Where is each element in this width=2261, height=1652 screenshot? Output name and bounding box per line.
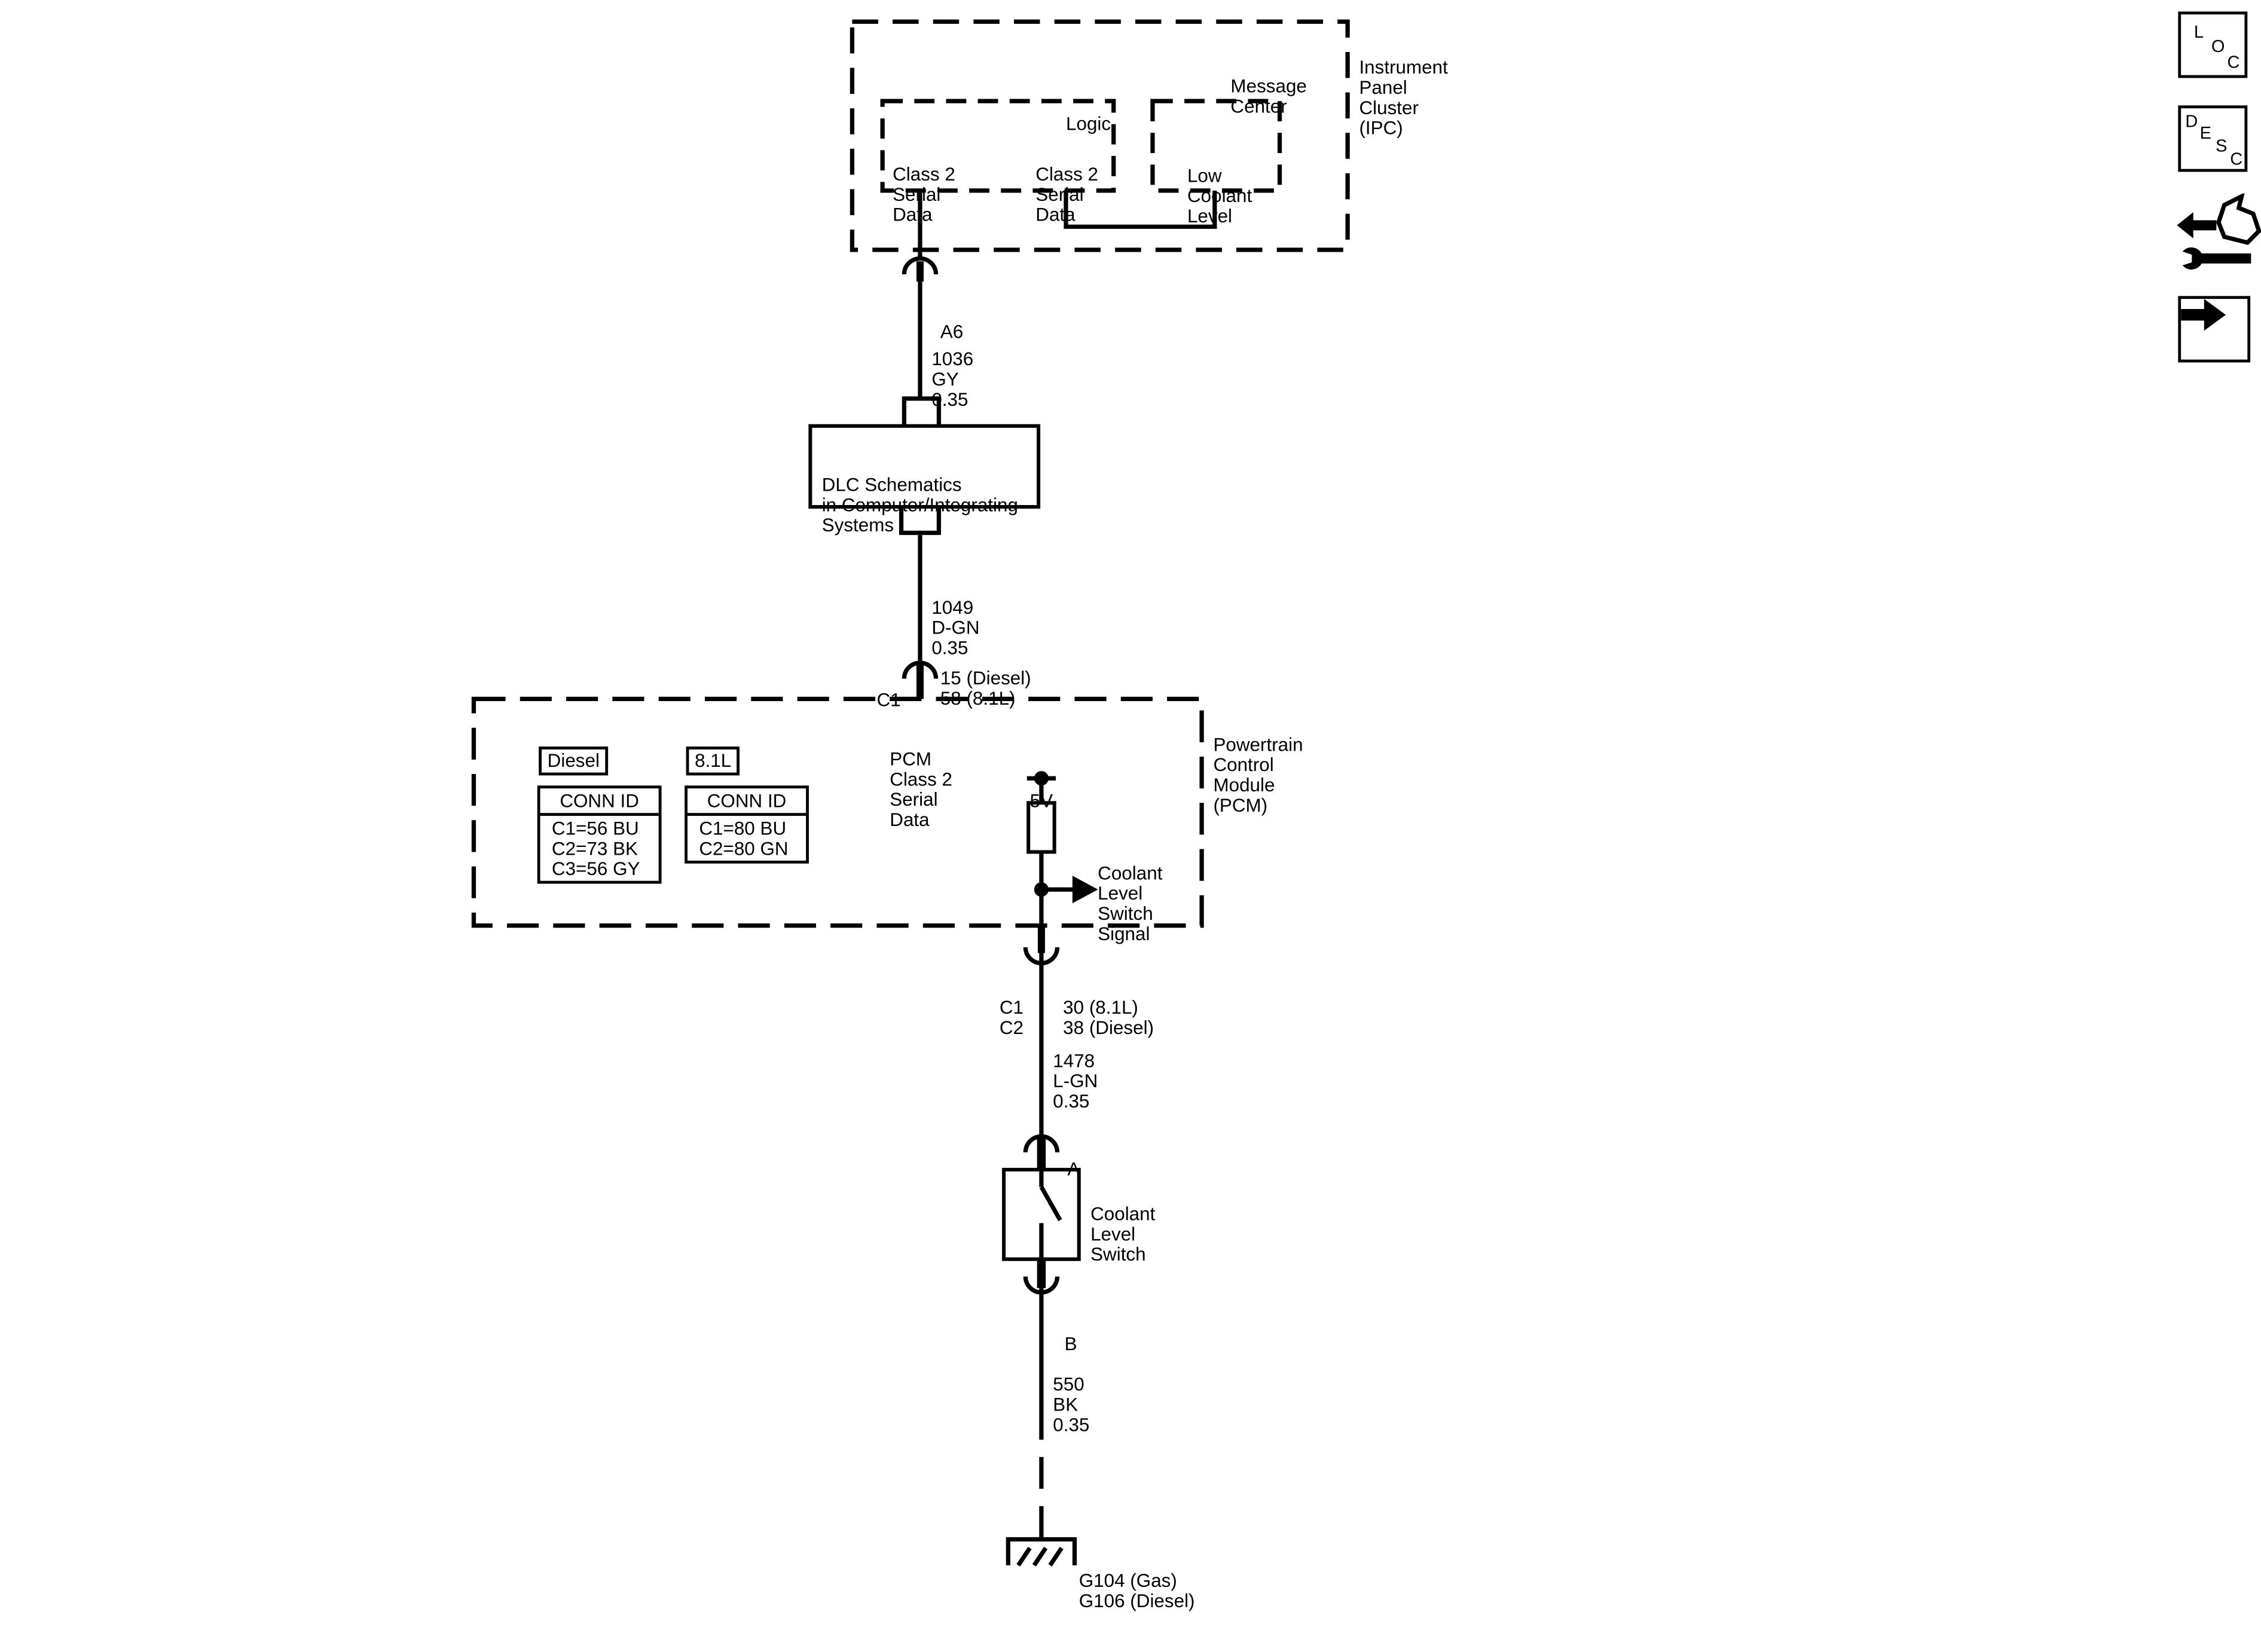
- ground-label: G104 (Gas)G106 (Diesel): [1078, 1570, 1195, 1612]
- next-button[interactable]: [2178, 296, 2251, 363]
- diesel-conn-row: C1=56 BU: [551, 817, 639, 839]
- pcm-top-pins-label: 15 (Diesel)58 (8.1L): [940, 667, 1031, 709]
- connector-a6: [902, 256, 939, 275]
- ipc-outline: [850, 19, 1350, 252]
- desc-letter-s: S: [2216, 136, 2228, 156]
- loc-letter-c: C: [2227, 51, 2240, 72]
- ipc-internal-link: [1064, 190, 1217, 229]
- desc-letter-d: D: [2185, 111, 2198, 131]
- loc-letter-o: O: [2211, 36, 2225, 57]
- gas-conn-id-header: CONN ID: [688, 788, 806, 816]
- schematic-drawing: [471, 19, 1350, 1567]
- switch-pin-a-label: A: [1067, 1158, 1080, 1180]
- desc-letter-e: E: [2199, 123, 2211, 143]
- switch-contact: [1039, 1186, 1062, 1222]
- pcm-top-conn-label: C1: [876, 689, 901, 711]
- logic-box: [880, 99, 1116, 193]
- loc-letter-l: L: [2193, 22, 2204, 42]
- gas-8-1l-tag: 8.1L: [686, 747, 740, 776]
- connector-a6-label: A6: [940, 320, 964, 342]
- logic-label: Logic: [1066, 112, 1111, 134]
- ground-symbol: [1006, 1537, 1077, 1567]
- diesel-conn-row: C3=56 GY: [551, 858, 640, 880]
- diesel-conn-id-header: CONN ID: [540, 788, 659, 816]
- wrench-diagnostic-icon[interactable]: [2175, 193, 2261, 277]
- diesel-conn-id-table: CONN ID C1=56 BU C2=73 BK C3=56 GY: [537, 785, 662, 884]
- pcm-bottom-pins-label: 30 (8.1L)38 (Diesel): [1063, 996, 1154, 1039]
- desc-letter-c: C: [2230, 148, 2243, 169]
- desc-button[interactable]: D E S C: [2178, 105, 2248, 172]
- supply-5v-label: 5V: [1029, 790, 1053, 812]
- gas-conn-id-table: CONN ID C1=80 BU C2=80 GN: [685, 785, 809, 864]
- diesel-conn-row: C2=73 BK: [551, 837, 638, 859]
- dlc-top-connector: [902, 396, 942, 426]
- gas-conn-row: C1=80 BU: [699, 817, 787, 839]
- loc-button[interactable]: L O C: [2178, 11, 2248, 78]
- switch-pin-b-label: B: [1064, 1332, 1077, 1355]
- signal-arrow-icon: [1072, 876, 1098, 904]
- dlc-box: [808, 424, 1041, 509]
- gas-conn-row: C2=80 GN: [699, 837, 789, 859]
- diesel-tag: Diesel: [539, 747, 609, 776]
- pcm-outline: [471, 696, 1204, 928]
- right-arrow-icon: [2181, 299, 2226, 331]
